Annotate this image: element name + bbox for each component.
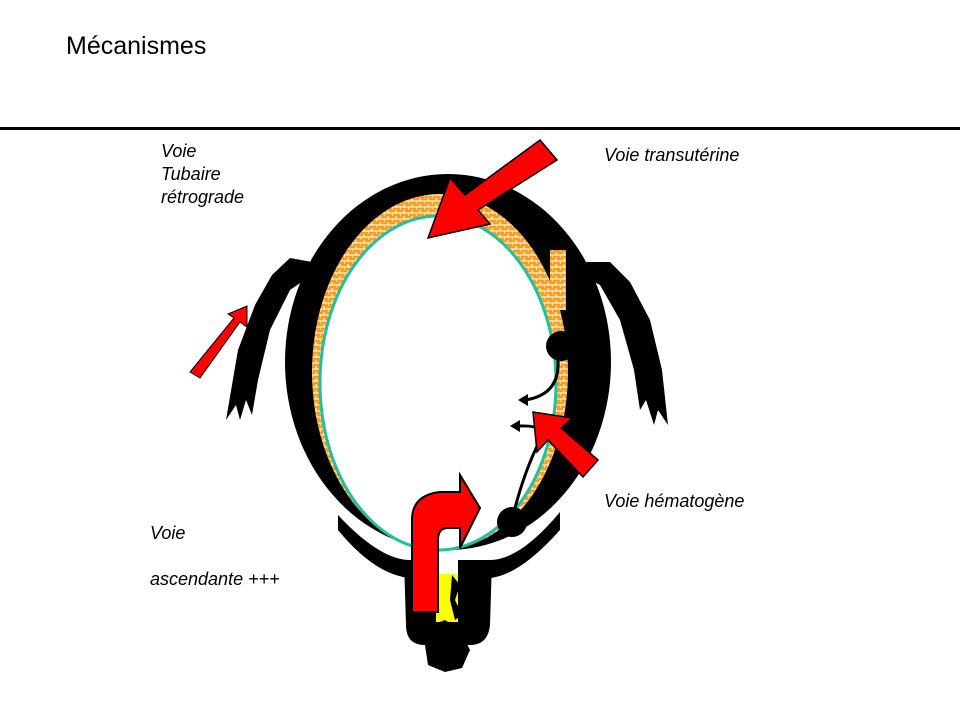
- slide-title: Mécanismes: [66, 32, 207, 60]
- right-fallopian-tube: [580, 262, 668, 425]
- hematogenous-arrow: [532, 411, 600, 479]
- label-line: Tubaire: [161, 164, 221, 184]
- title-divider: [0, 127, 960, 130]
- ascending-arrow: [411, 471, 482, 613]
- label-line: ascendante +++: [150, 569, 280, 589]
- cavity-gap: [550, 250, 566, 310]
- left-fallopian-tube: [226, 258, 316, 420]
- blood-vessel-dot-upper: [546, 331, 576, 361]
- cervical-mucus: [425, 575, 470, 672]
- label-transuterine: Voie transutérine: [604, 145, 740, 165]
- tubal-retrograde-arrow: [189, 305, 248, 379]
- label-line: rétrograde: [161, 187, 245, 207]
- lower-uterine-flare: [338, 512, 560, 578]
- blood-vessel-dot-lower: [497, 507, 527, 537]
- label-ascendante: Voie ascendante +++: [150, 522, 280, 591]
- small-arrow-icon: [518, 394, 528, 406]
- small-arrow-icon: [510, 420, 520, 432]
- label-line: Voie: [150, 523, 186, 543]
- label-hematogene: Voie hématogène: [604, 491, 745, 511]
- label-tubaire: Voie Tubaire rétrograde: [161, 140, 244, 209]
- label-line: Voie: [161, 141, 197, 161]
- transuterine-arrow: [426, 138, 559, 240]
